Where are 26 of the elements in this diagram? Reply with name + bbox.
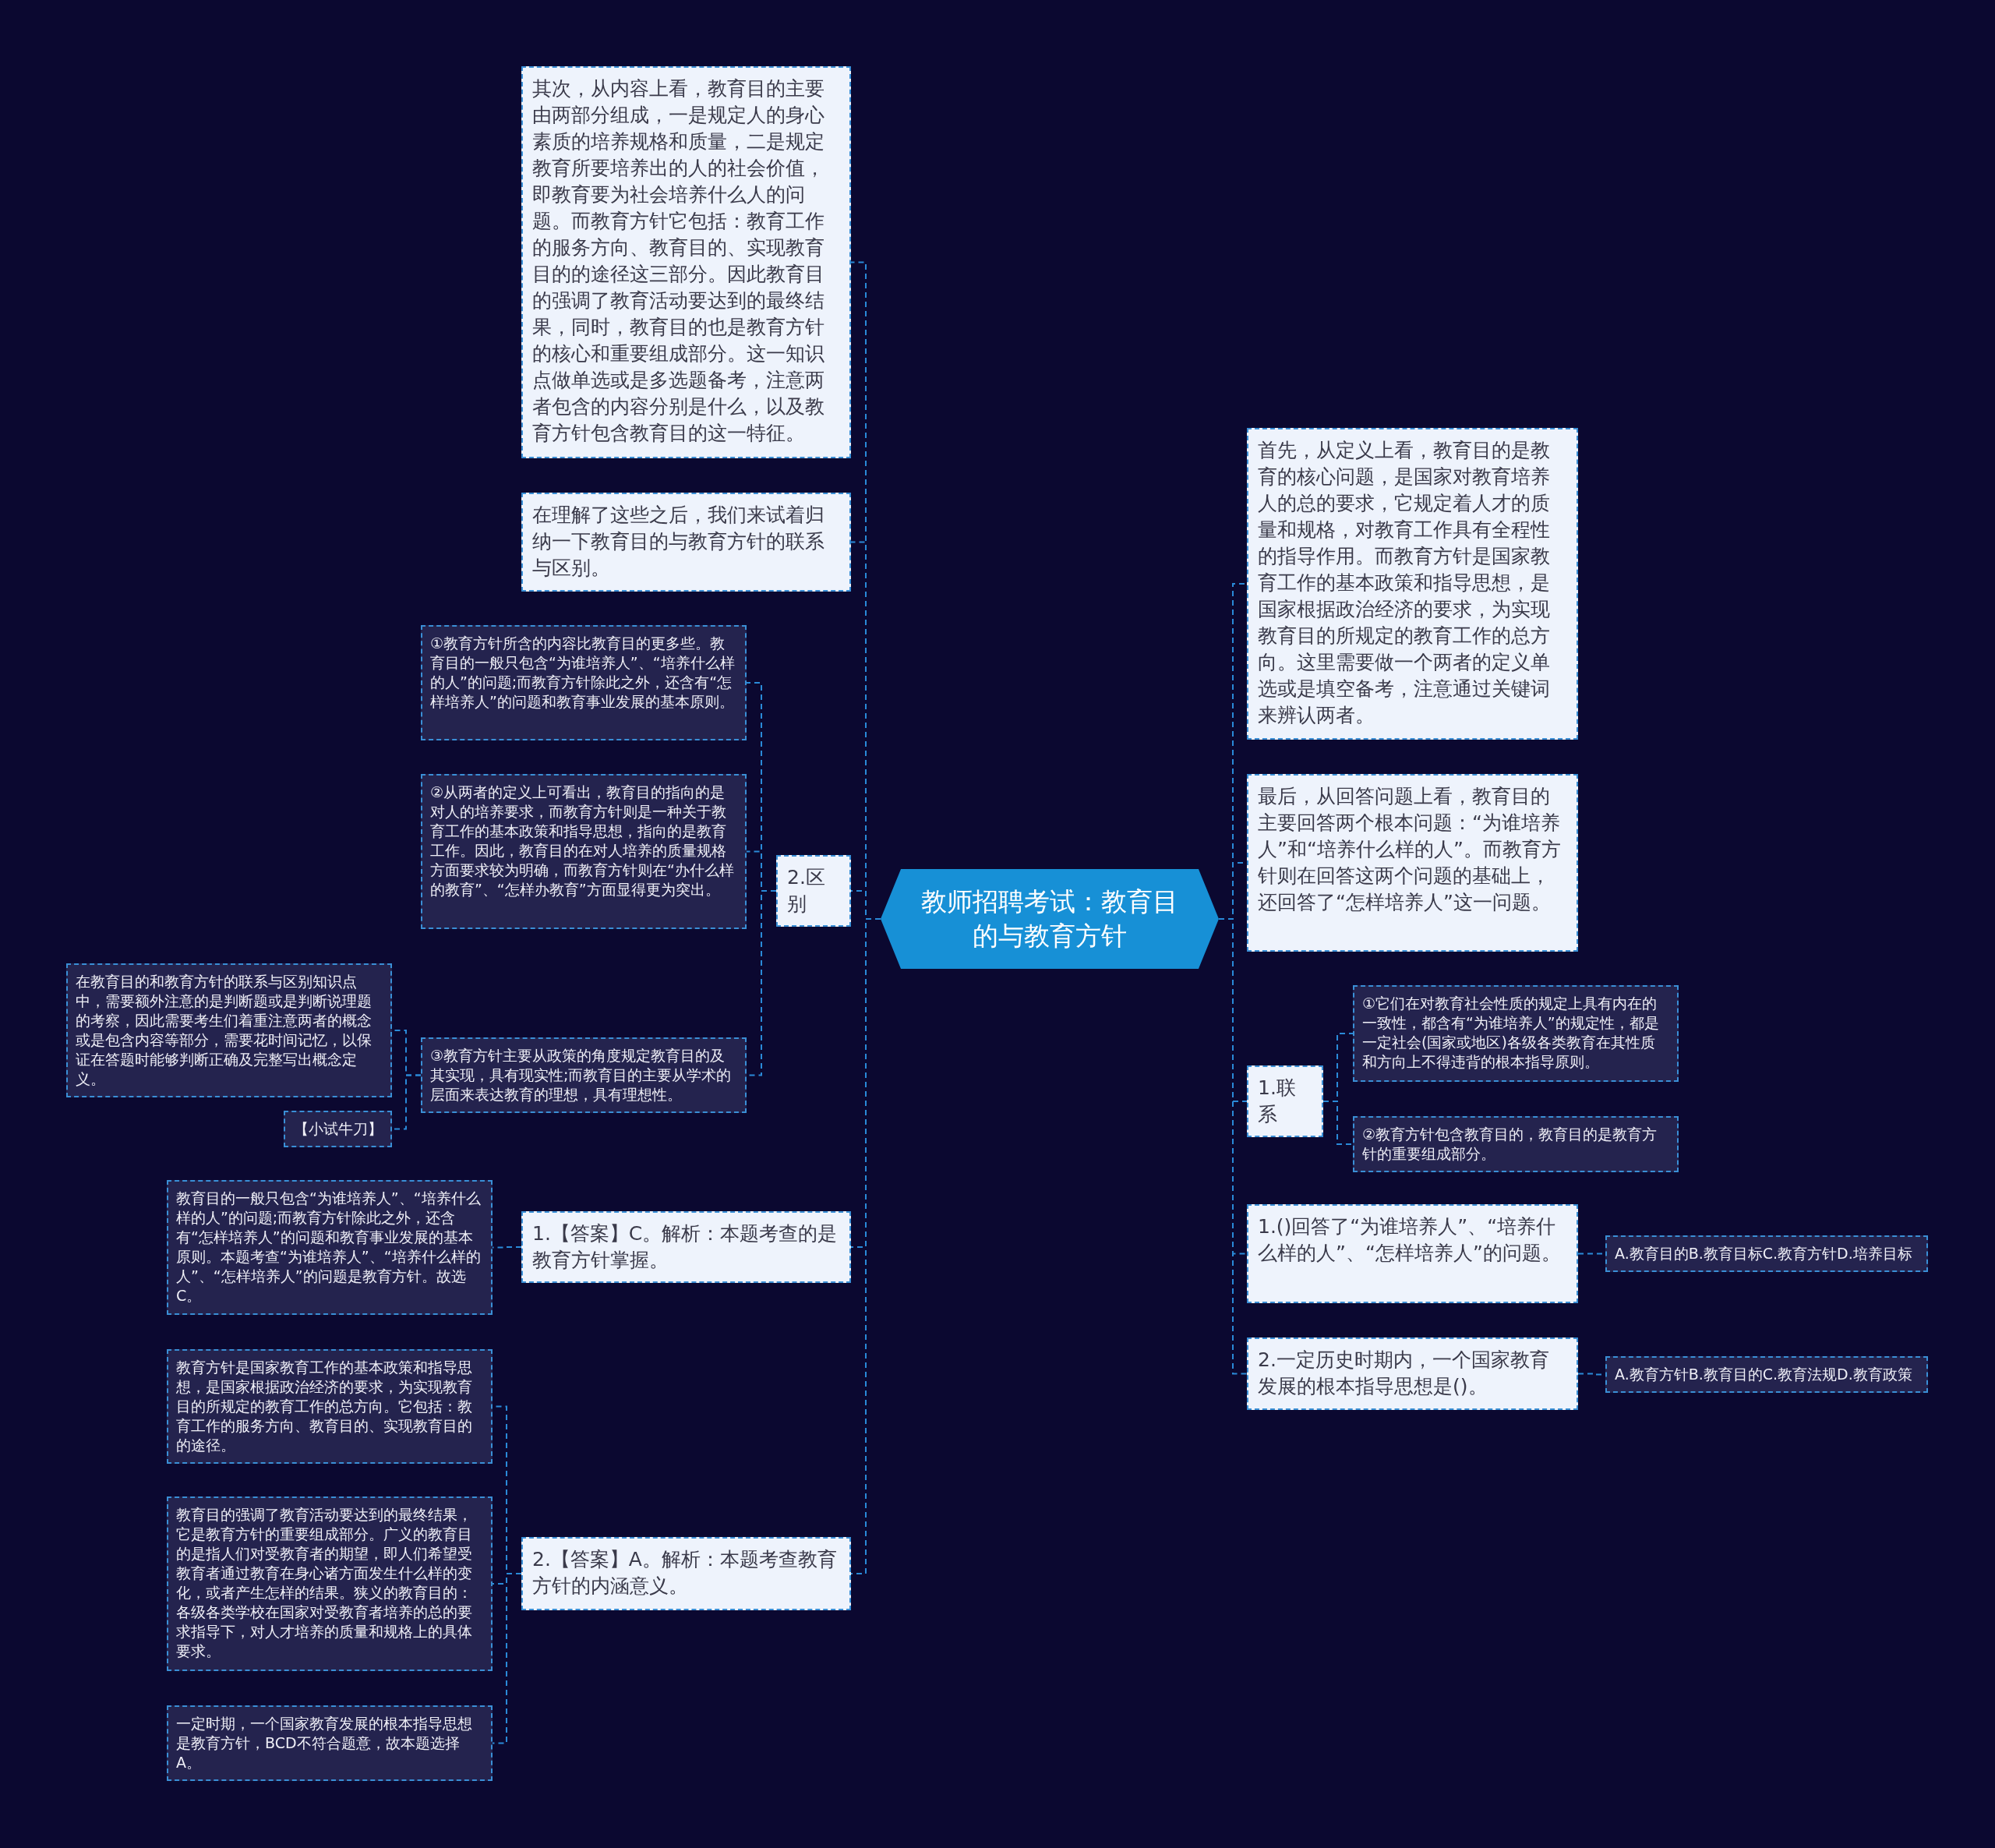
note-box: 教育方针是国家教育工作的基本政策和指导思想，是国家根据政治经济的要求，为实现教育目的所规定的教育工作的总方向。它包括：教育工作的服务方向、教育目的、实现教育目的的途径。 [167,1349,493,1464]
note-box: ②教育方针包含教育目的，教育目的是教育方针的重要组成部分。 [1353,1116,1679,1172]
option-box: A.教育目的B.教育目标C.教育方针D.培养目标 [1605,1235,1928,1272]
note-box: 【小试牛刀】 [284,1111,392,1147]
connector-line [1322,1101,1354,1145]
text-box: 1.()回答了“为谁培养人”、“培养什么样的人”、“怎样培养人”的问题。 [1247,1204,1578,1303]
connector-line [492,1573,522,1744]
text-box: 最后，从回答问题上看，教育目的主要回答两个根本问题：“为谁培养人”和“培养什么样的人”。而教育方针则在回答这两个问题的基础上，还回答了“怎样培养人”这一问题。 [1247,774,1578,952]
note-box: ①教育方针所含的内容比教育目的更多些。教育目的一般只包含“为谁培养人”、“培养什么样的人”的问题;而教育方针除此之外，还含有“怎样培养人”的问题和教育事业发展的基本原则。 [421,625,747,740]
note-box: 教育目的一般只包含“为谁培养人”、“培养什么样的人”的问题;而教育方针除此之外，还含有“怎样培养人”的问题和教育事业发展的基本原则。本题考查“为谁培养人”、“培养什么样的人”、“怎样培养人”的问题是教育方针。故选C。 [167,1180,493,1315]
note-box: 教育目的强调了教育活动要达到的最终结果，它是教育方针的重要组成部分。广义的教育目的是指人们对受教育者的期望，即人们希望受教育者通过教育在身心诸方面发生什么样的变化，或者产生怎样的结果。狭义的教育目的：各级各类学校在国家对受教育者培养的总的要求指导下，对人才培养的质量和规格上的具体要求。 [167,1496,493,1671]
text-box: 2.【答案】A。解析：本题考查教育方针的内涵意义。 [521,1537,851,1610]
note-box: ③教育方针主要从政策的角度规定教育目的及其实现，具有现实性;而教育目的主要从学术的层面来表达教育的理想，具有理想性。 [421,1037,747,1113]
note-box: 一定时期，一个国家教育发展的根本指导思想是教育方针，BCD不符合题意，故本题选择A。 [167,1705,493,1781]
option-box: A.教育方针B.教育目的C.教育法规D.教育政策 [1605,1356,1928,1393]
text-box: 首先，从定义上看，教育目的是教育的核心问题，是国家对教育培养人的总的要求，它规定着人才的质量和规格，对教育工作具有全程性的指导作用。而教育方针是国家教育工作的基本政策和指导思想，是国家根据政治经济的要求，为实现教育目的所规定的教育工作的总方向。这里需要做一个两者的定义单选或是填空备考，注意通过关键词来辨认两者。 [1247,428,1578,740]
text-box: 在理解了这些之后，我们来试着归纳一下教育目的与教育方针的联系与区别。 [521,493,851,592]
text-box: 1.【答案】C。解析：本题考查的是教育方针掌握。 [521,1211,851,1283]
central-topic-hexagon: 教师招聘考试：教育目的与教育方针 [881,869,1219,969]
note-box: 在教育目的和教育方针的联系与区别知识点中，需要额外注意的是判断题或是判断说理题的考察，因此需要考生们着重注意两者的概念或是包含内容等部分，需要花时间记忆，以保证在答题时能够判断正确及完整写出概念定义。 [66,963,392,1097]
branch-box: 1.联系 [1247,1065,1323,1137]
branch-box: 2.区别 [776,855,851,927]
note-box: ②从两者的定义上可看出，教育目的指向的是对人的培养要求，而教育方针则是一种关于教育工作的基本政策和指导思想，指向的是教育工作。因此，教育目的在对人培养的质量规格方面要求较为明确，而教育方针则在“办什么样的教育”、“怎样办教育”方面显得更为突出。 [421,774,747,929]
text-box: 2.一定历史时期内，一个国家教育发展的根本指导思想是()。 [1247,1337,1578,1410]
text-box: 其次，从内容上看，教育目的主要由两部分组成，一是规定人的身心素质的培养规格和质量，二是规定教育所要培养出的人的社会价值，即教育要为社会培养什么人的问题。而教育方针它包括：教育工作的服务方向、教育目的、实现教育目的的途径这三部分。因此教育目的强调了教育活动要达到的最终结果，同时，教育目的也是教育方针的核心和重要组成部分。这一知识点做单选或是多选题备考，注意两者包含的内容分别是什么，以及教育方针包含教育目的这一特征。 [521,66,851,458]
note-box: ①它们在对教育社会性质的规定上具有内在的一致性，都含有“为谁培养人”的规定性，都是一定社会(国家或地区)各级各类教育在其性质和方向上不得违背的根本指导原则。 [1353,985,1679,1082]
